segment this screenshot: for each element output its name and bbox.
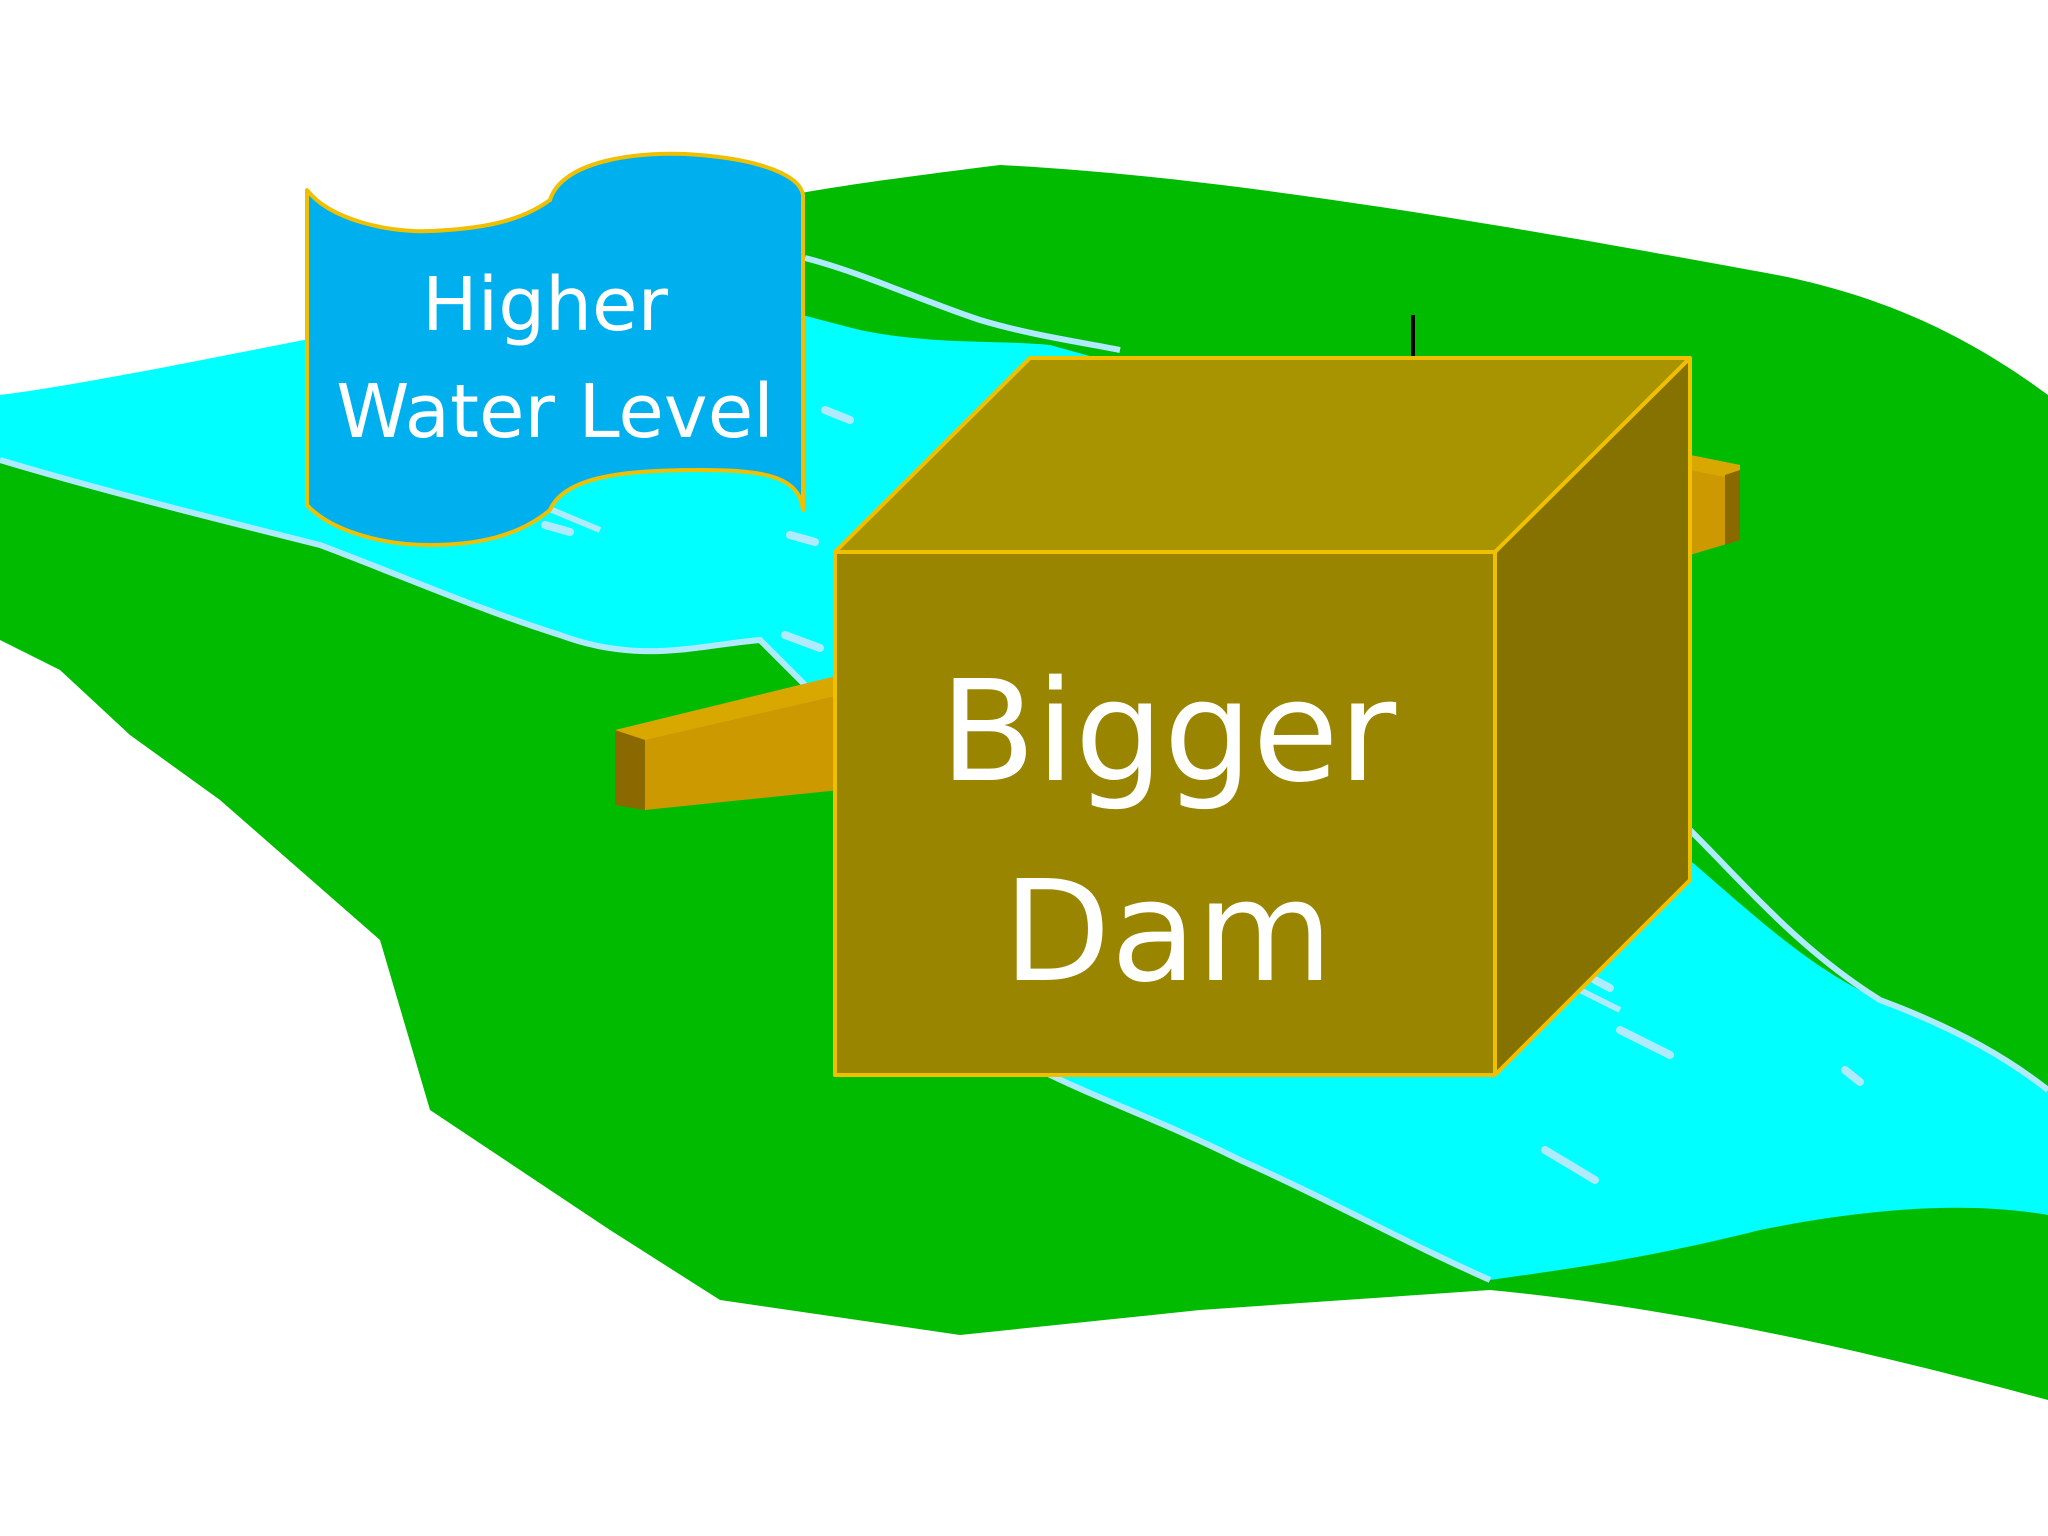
small-dam-left xyxy=(615,675,840,810)
banner-line1: Higher xyxy=(422,262,669,348)
water-edges xyxy=(0,255,2048,1283)
water-ripples xyxy=(541,406,1864,1184)
dam-label-line1: Bigger xyxy=(940,651,1397,814)
banner-shape xyxy=(305,151,805,547)
dam-front-face xyxy=(833,550,1497,1077)
river-downstream xyxy=(1040,820,2048,1280)
dam-label-line2: Dam xyxy=(1003,851,1333,1014)
banner-line2: Water Level xyxy=(336,369,774,455)
bigger-dam-cube xyxy=(833,356,1692,1077)
dam-label: Bigger Dam xyxy=(940,651,1397,1014)
small-dam-right xyxy=(1690,455,1740,555)
water-level-banner: Higher Water Level xyxy=(305,151,805,547)
